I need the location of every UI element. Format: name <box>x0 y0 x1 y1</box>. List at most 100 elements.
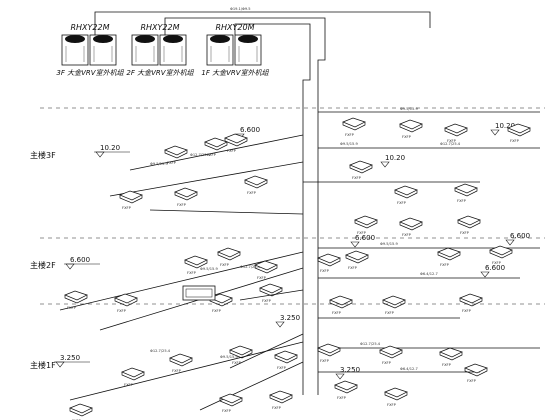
indoor-unit: FXFP <box>349 160 373 180</box>
ceiling-cassette-icon <box>164 145 188 156</box>
elevation-marker-icon <box>505 239 515 246</box>
indoor-unit: FXFP <box>184 255 208 275</box>
cassette-side <box>345 255 369 264</box>
indoor-unit: FXFP <box>394 185 418 205</box>
ceiling-cassette-icon <box>224 133 248 144</box>
pipe-size-label: Φ9.5/15.9 <box>200 267 218 271</box>
indoor-unit: FXFP <box>329 295 353 315</box>
indoor-unit: FXFP <box>269 390 293 410</box>
elevation-marker-icon <box>95 151 105 158</box>
pipe-size-label: Φ9.5/15.9 <box>380 242 398 246</box>
ceiling-cassette-icon <box>217 247 241 258</box>
top-pipe-label: Φ19.1/Φ9.5 <box>230 7 251 11</box>
indoor-unit: FXFP <box>342 117 366 137</box>
indoor-unit-label: FXFP <box>124 383 134 387</box>
cassette-side <box>379 350 403 359</box>
floor-elevation: 6.600 <box>485 264 505 272</box>
indoor-unit-label: FXFP <box>332 311 342 315</box>
ceiling-cassette-icon <box>219 393 243 404</box>
cassette-side <box>489 250 513 259</box>
branch-pipe <box>239 289 304 301</box>
indoor-unit-label: FXFP <box>187 271 197 275</box>
indoor-unit: FXFP <box>399 217 423 237</box>
elevation-marker-icon <box>380 161 390 168</box>
ceiling-cassette-icon <box>342 117 366 128</box>
indoor-unit: FXFP <box>489 245 513 265</box>
indoor-unit-label: FXFP <box>352 176 362 180</box>
indoor-unit: FXFP <box>204 137 228 157</box>
pipe-size-label: Φ6.4/12.7 <box>400 367 418 371</box>
indoor-unit-label: FXFP <box>167 161 177 165</box>
floor-elevation: 3.250 <box>280 314 300 322</box>
ceiling-cassette-icon <box>437 247 461 258</box>
cassette-side <box>459 298 483 307</box>
cassette-side <box>229 350 253 359</box>
indoor-unit: FXFP <box>457 215 481 235</box>
indoor-unit: FXFP <box>437 247 461 267</box>
ceiling-cassette-icon <box>244 175 268 186</box>
indoor-unit-label: FXFP <box>385 311 395 315</box>
ceiling-cassette-icon <box>349 160 373 171</box>
cassette-side <box>457 220 481 229</box>
pipe-size-label: Φ9.5/15.9 <box>150 162 168 166</box>
branch-pipe <box>129 134 304 171</box>
cassette-side <box>444 128 468 137</box>
indoor-unit-label: FXFP <box>337 396 347 400</box>
duct-unit-icon <box>182 285 216 301</box>
indoor-unit-label: FXFP <box>402 233 412 237</box>
indoor-unit: FXFP <box>317 343 341 363</box>
indoor-unit: FXFP <box>114 293 138 313</box>
floor-elevation: 10.20 <box>495 122 515 130</box>
floor-elevation: 6.600 <box>510 232 530 240</box>
floor-name: 主楼3F <box>30 150 56 160</box>
floor-elevation: 6.600 <box>70 256 90 264</box>
fan-icon <box>93 35 113 43</box>
indoor-unit-label: FXFP <box>227 149 237 153</box>
cassette-side <box>174 192 198 201</box>
cassette-side <box>454 188 478 197</box>
fan-icon <box>210 35 230 43</box>
indoor-unit: FXFP <box>459 293 483 313</box>
indoor-unit: FXFP <box>254 260 278 280</box>
indoor-unit: FXFP <box>507 123 531 143</box>
floor-elevation: 6.600 <box>240 126 260 134</box>
floor-elevation: 10.20 <box>385 154 405 162</box>
cassette-side <box>317 348 341 357</box>
ceiling-cassette-icon <box>384 387 408 398</box>
indoor-unit: FXFP <box>229 345 253 365</box>
outdoor-unit-pipes: Φ19.1/Φ9.5 <box>94 7 431 395</box>
indoor-unit: FXFP <box>244 175 268 195</box>
indoor-unit-label: FXFP <box>172 369 182 373</box>
fan-icon <box>65 35 85 43</box>
indoor-unit-label: FXFP <box>492 261 502 265</box>
ceiling-cassette-icon <box>121 367 145 378</box>
indoor-unit: FXFP <box>259 283 283 303</box>
elevation-marker-icon <box>350 241 360 248</box>
pipe-size-label: Φ12.7/25.4 <box>360 342 381 346</box>
floor-elevation: 3.250 <box>60 354 80 362</box>
indoor-unit-label: FXFP <box>222 409 232 413</box>
outdoor-unit-model: RHXY22M <box>70 23 109 32</box>
ceiling-cassette-icon <box>114 293 138 304</box>
elevation-marker-icon <box>65 263 75 270</box>
floor-elevation: 6.600 <box>355 234 375 242</box>
indoor-unit-label: FXFP <box>462 309 472 313</box>
indoor-unit-label: FXFP <box>387 403 397 407</box>
indoor-unit: FXFP <box>224 133 248 153</box>
branch-pipes: Φ9.5/15.9Φ12.7/25.4Φ9.5/15.9Φ9.5/15.9Φ12… <box>59 107 540 411</box>
elevation-marker-icon <box>335 373 345 380</box>
cassette-side <box>507 128 531 137</box>
ceiling-cassette-icon <box>454 183 478 194</box>
indoor-unit: FXFP <box>217 247 241 267</box>
outdoor-unit-label: 2F 大金VRV室外机组 <box>126 69 194 77</box>
indoor-unit-label: FXFP <box>220 263 230 267</box>
ceiling-cassette-icon <box>354 215 378 226</box>
cassette-side <box>164 150 188 159</box>
outdoor-unit-label: 1F 大金VRV室外机组 <box>201 69 269 77</box>
indoor-unit-label: FXFP <box>460 231 470 235</box>
ceiling-cassette-icon <box>345 250 369 261</box>
indoor-unit-label: FXFP <box>207 153 217 157</box>
indoor-units: FXFP FXFP FXFP FXFP FXFP FXFP FXFP FXFP FXFP FXFP… <box>64 117 531 420</box>
